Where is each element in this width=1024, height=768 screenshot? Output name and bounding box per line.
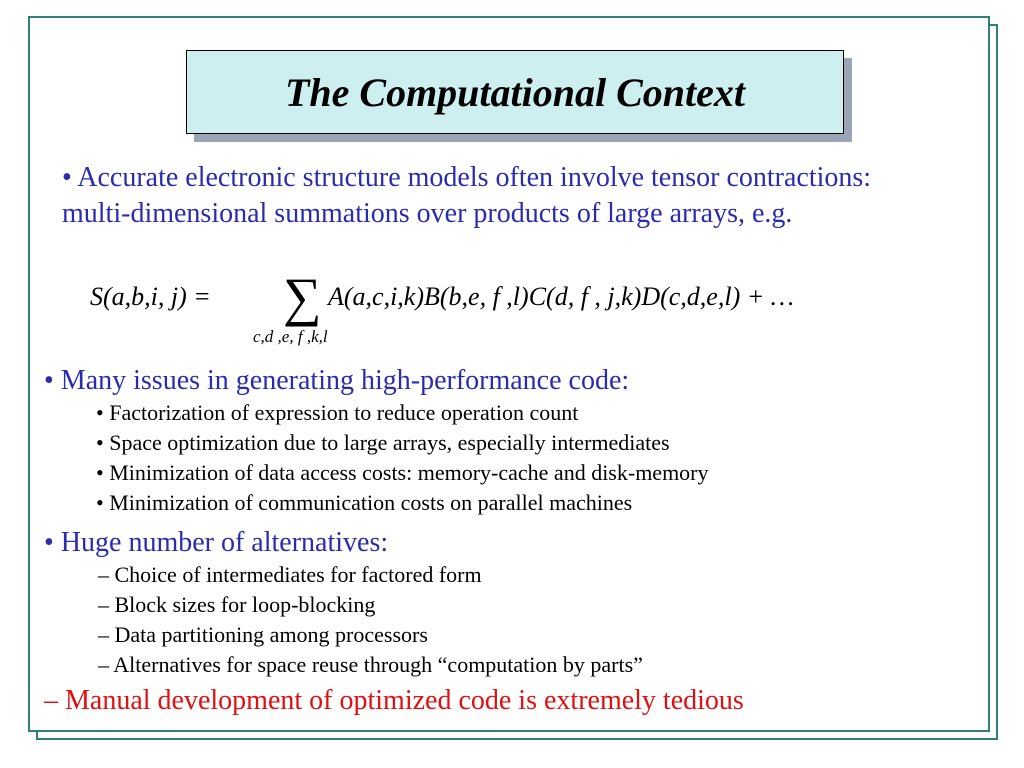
- title-box: The Computational Context: [186, 50, 844, 134]
- alternatives-heading: • Huge number of alternatives:: [44, 527, 389, 558]
- issue-item: • Minimization of communication costs on…: [96, 490, 633, 515]
- alternative-item: – Block sizes for loop-blocking: [98, 592, 376, 617]
- alternative-item: – Alternatives for space reuse through “…: [98, 652, 643, 677]
- alternatives-section: • Huge number of alternatives: – Choice …: [44, 526, 984, 680]
- slide-title: The Computational Context: [284, 69, 746, 115]
- alternative-item: – Choice of intermediates for factored f…: [98, 562, 482, 587]
- summation-indices: c,d ,e, f ,k,l: [253, 327, 328, 346]
- tensor-contraction-formula: S(a,b,i, j) = ∑ A(a,c,i,k)B(b,e, f ,l)C(…: [90, 267, 990, 352]
- conclusion-text: – Manual development of optimized code i…: [44, 685, 744, 716]
- conclusion-section: – Manual development of optimized code i…: [44, 684, 984, 718]
- formula-rhs: A(a,c,i,k)B(b,e, f ,l)C(d, f , j,k)D(c,d…: [328, 282, 794, 311]
- issues-section: • Many issues in generating high-perform…: [44, 364, 984, 518]
- issue-item: • Factorization of expression to reduce …: [96, 400, 579, 425]
- issue-item: • Minimization of data access costs: mem…: [96, 460, 709, 485]
- alternative-item: – Data partitioning among processors: [98, 622, 428, 647]
- intro-paragraph: • Accurate electronic structure models o…: [62, 162, 872, 229]
- issues-heading: • Many issues in generating high-perform…: [44, 365, 630, 396]
- issue-item: • Space optimization due to large arrays…: [96, 430, 670, 455]
- formula-lhs: S(a,b,i, j) =: [90, 282, 211, 311]
- summation-symbol: ∑: [283, 267, 322, 327]
